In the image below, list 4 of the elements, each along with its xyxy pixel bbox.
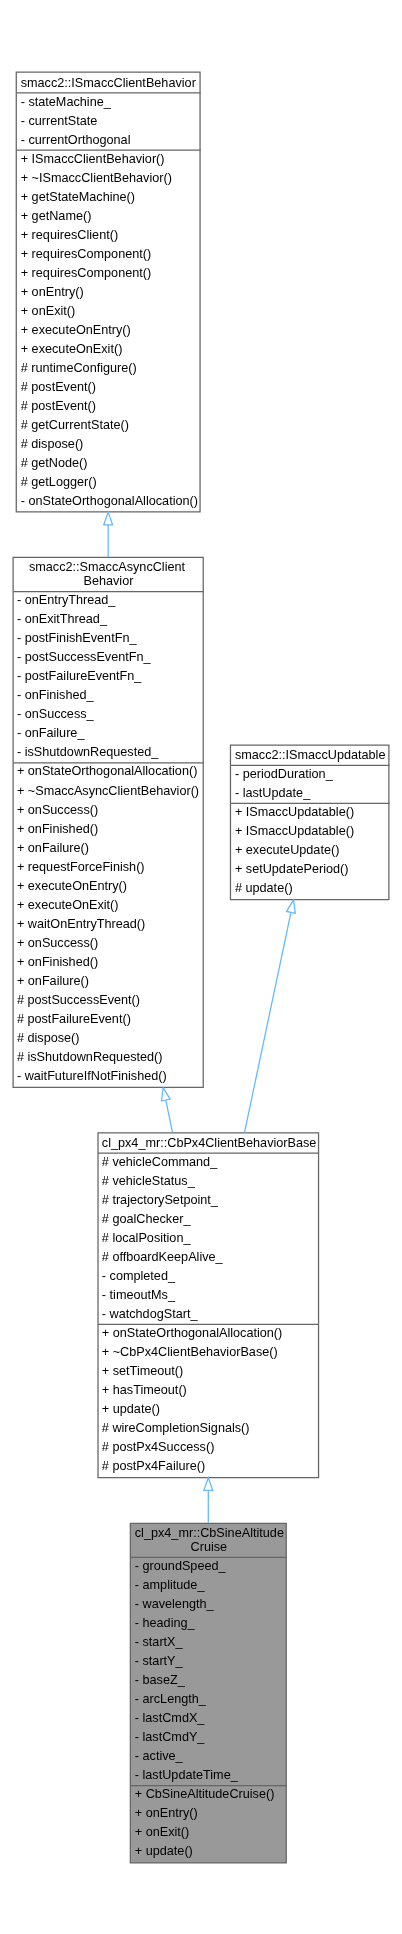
arrow bbox=[243, 897, 297, 1133]
arrow bbox=[202, 1475, 214, 1523]
arrow bbox=[160, 1085, 174, 1133]
arrow bbox=[102, 509, 114, 558]
